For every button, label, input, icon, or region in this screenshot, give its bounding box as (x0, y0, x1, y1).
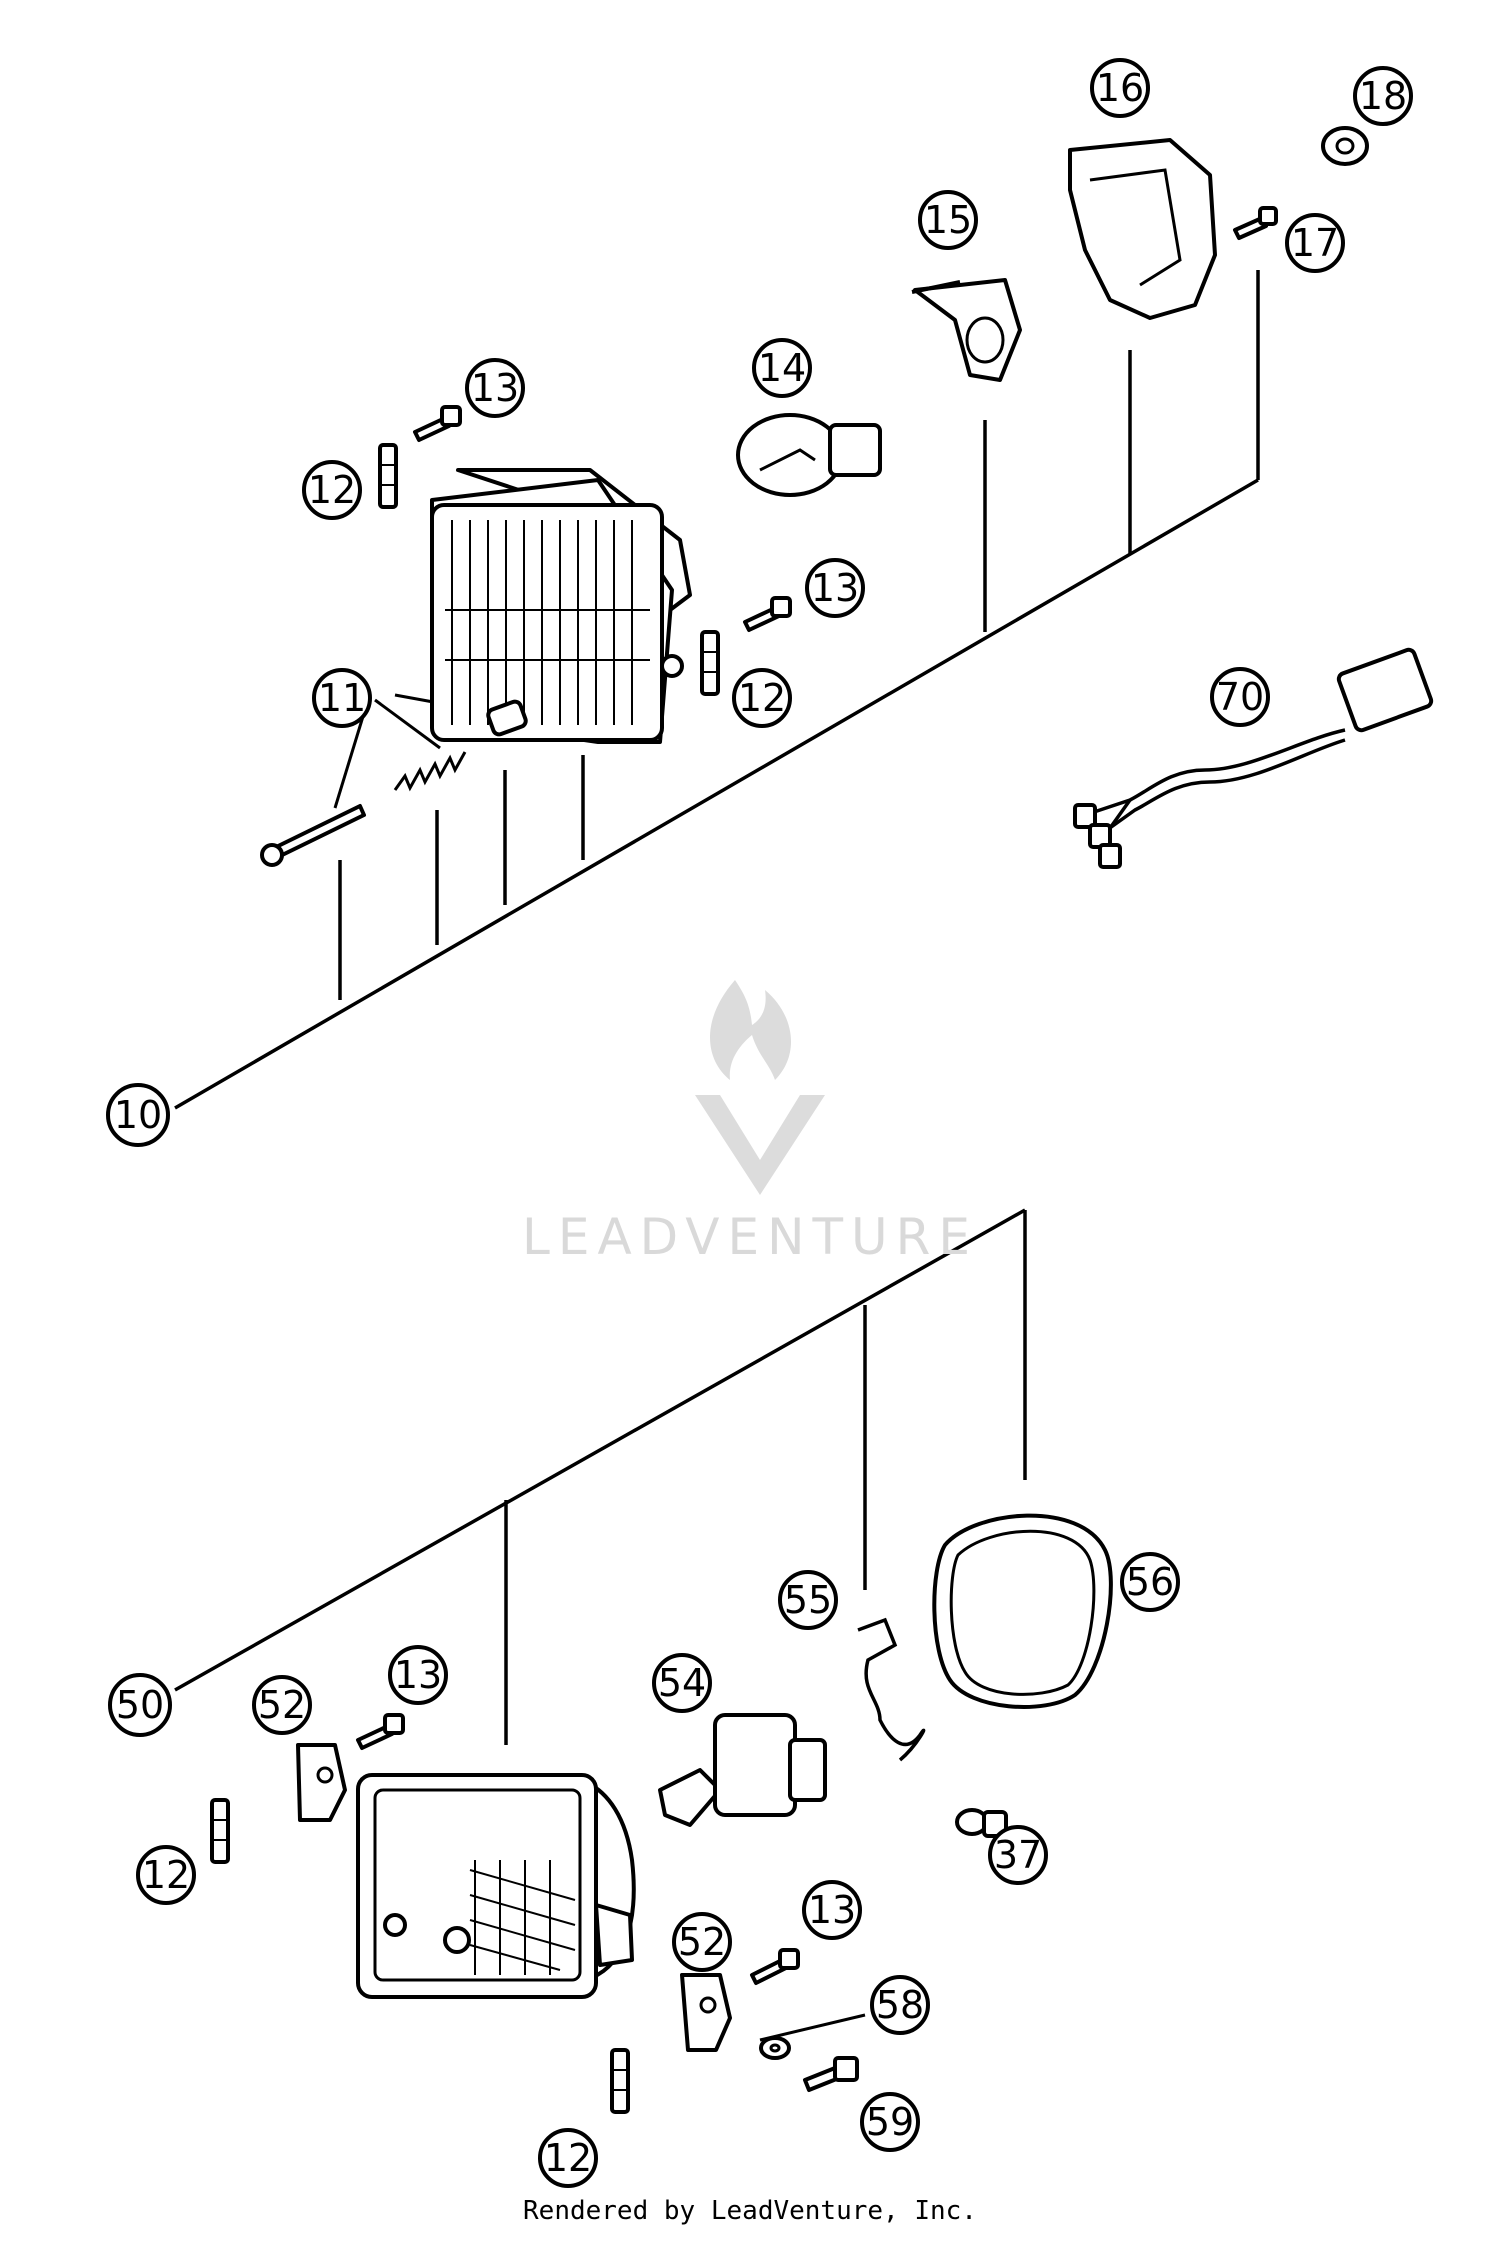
svg-text:13: 13 (471, 366, 519, 410)
callout-54: 54 (652, 1653, 712, 1713)
callout-16: 16 (1090, 58, 1150, 118)
flame-v-logo-icon (695, 980, 825, 1195)
screw-lower-left (356, 1713, 405, 1750)
wire-harness (1073, 647, 1434, 869)
callout-18: 18 (1353, 66, 1413, 126)
trim-ring (932, 1513, 1113, 1709)
callout-50: 50 (108, 1673, 172, 1737)
svg-text:12: 12 (544, 2136, 592, 2180)
halogen-bulb (658, 1713, 827, 1827)
grommet (1321, 126, 1369, 166)
callout-12-lower-right: 12 (538, 2128, 598, 2188)
callout-13-lower-left: 13 (388, 1645, 448, 1705)
callout-12-upper-right: 12 (732, 668, 792, 728)
svg-text:13: 13 (394, 1653, 442, 1697)
clip-lower-right (610, 2048, 630, 2114)
callout-58: 58 (870, 1975, 930, 2035)
headlight-unit-lower (356, 1773, 636, 1999)
watermark-text: LEADVENTURE (522, 1208, 978, 1266)
svg-text:11: 11 (318, 676, 366, 720)
bulb-upper (736, 413, 882, 497)
callout-14: 14 (752, 338, 812, 398)
svg-text:16: 16 (1096, 66, 1144, 110)
svg-text:12: 12 (738, 676, 786, 720)
screw-lower-right (750, 1948, 800, 1985)
svg-text:15: 15 (924, 198, 972, 242)
callout-12-lower-left: 12 (136, 1845, 196, 1905)
svg-text:52: 52 (258, 1683, 306, 1727)
screw-upper-left (413, 405, 462, 442)
footer-credit: Rendered by LeadVenture, Inc. (523, 2196, 977, 2226)
spring-clip (857, 1617, 926, 1762)
callout-15: 15 (918, 190, 978, 250)
lower-leader-lines (174, 1208, 1027, 2042)
svg-text:37: 37 (994, 1833, 1042, 1877)
callout-37: 37 (988, 1825, 1048, 1885)
adjusting-screw (260, 804, 366, 867)
bracket-lower-right (680, 1973, 732, 2052)
callout-13-lower-right: 13 (802, 1880, 862, 1940)
svg-text:13: 13 (811, 566, 859, 610)
callout-52-right: 52 (672, 1912, 732, 1972)
screw-17 (1233, 206, 1278, 240)
bracket-lower-left (296, 1743, 347, 1822)
svg-text:12: 12 (142, 1853, 190, 1897)
callout-13-upper-left: 13 (465, 358, 525, 418)
callout-13-upper-right: 13 (805, 558, 865, 618)
pilot-bulb (955, 1808, 1008, 1838)
callout-55: 55 (778, 1570, 838, 1630)
svg-text:12: 12 (308, 468, 356, 512)
svg-text:59: 59 (866, 2100, 914, 2144)
svg-text:54: 54 (658, 1661, 706, 1705)
callout-12-upper-left: 12 (302, 460, 362, 520)
svg-text:13: 13 (808, 1888, 856, 1932)
clip-upper-right (700, 630, 720, 696)
rubber-cover (1068, 138, 1217, 320)
svg-text:52: 52 (678, 1920, 726, 1964)
svg-text:58: 58 (876, 1983, 924, 2027)
headlight-unit-upper (430, 468, 692, 744)
bolt (803, 2056, 859, 2092)
svg-text:17: 17 (1291, 221, 1339, 265)
svg-text:10: 10 (114, 1093, 162, 1137)
svg-text:56: 56 (1126, 1560, 1174, 1604)
svg-text:18: 18 (1359, 74, 1407, 118)
callout-17: 17 (1285, 213, 1345, 273)
callout-56: 56 (1120, 1552, 1180, 1612)
svg-text:70: 70 (1216, 675, 1264, 719)
spring (393, 751, 467, 792)
callout-70: 70 (1210, 667, 1270, 727)
nut-sleeve (486, 699, 528, 737)
svg-text:14: 14 (758, 346, 806, 390)
callout-10: 10 (106, 1083, 170, 1147)
washer (759, 2036, 791, 2060)
callout-11: 11 (312, 668, 372, 728)
callout-59: 59 (860, 2092, 920, 2152)
svg-text:50: 50 (116, 1683, 164, 1727)
socket-bracket (911, 278, 1022, 382)
callout-52-left: 52 (252, 1675, 312, 1735)
clip-lower-left (210, 1798, 230, 1864)
svg-text:55: 55 (784, 1578, 832, 1622)
clip-upper-left (378, 443, 398, 509)
screw-upper-right (743, 596, 792, 632)
